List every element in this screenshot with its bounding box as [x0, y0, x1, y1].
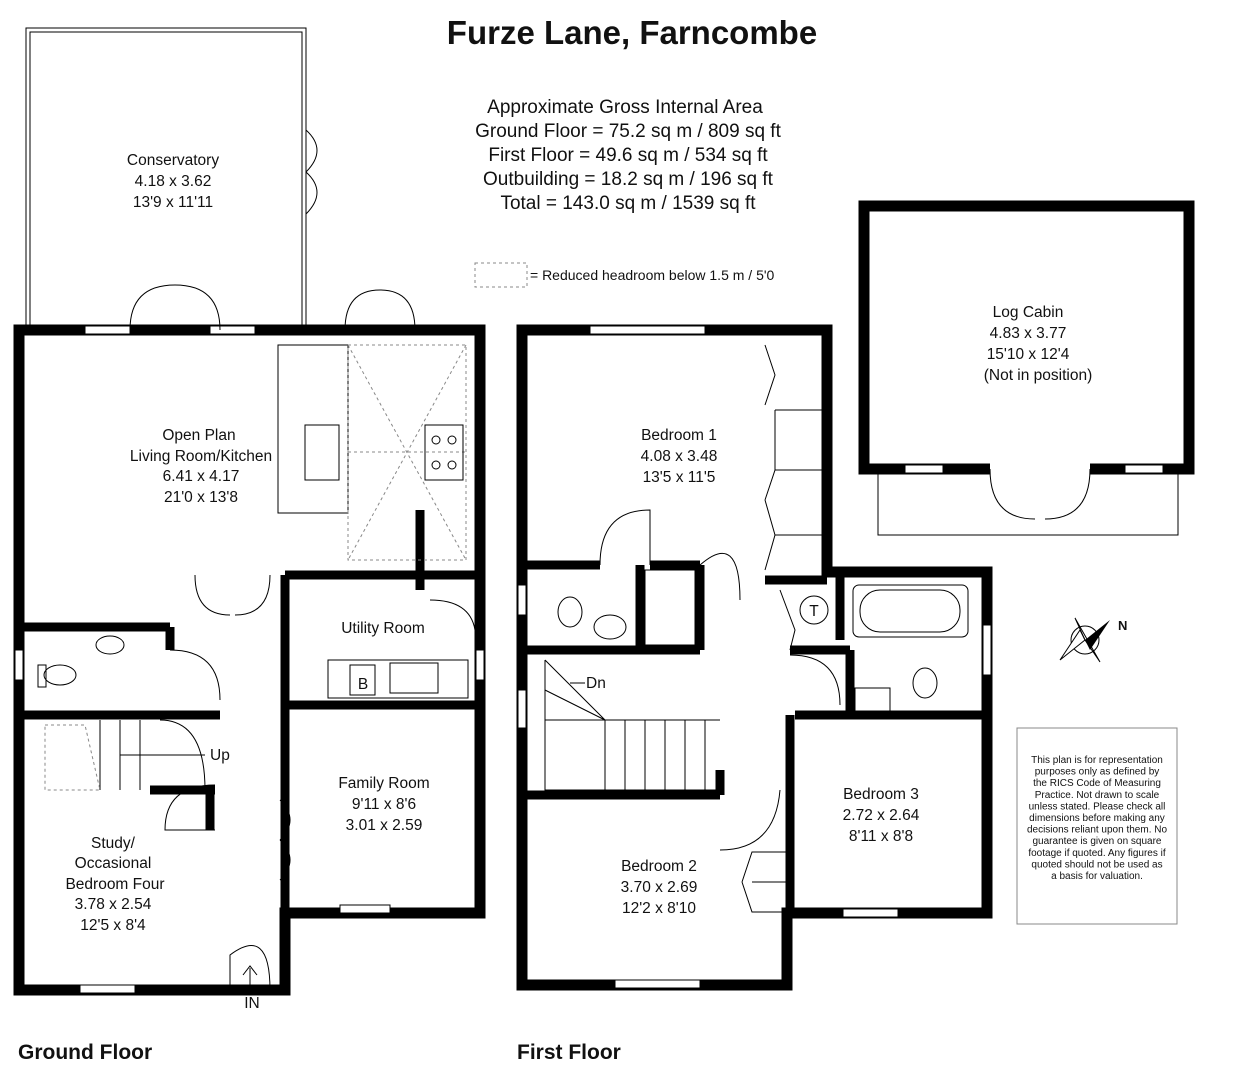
disclaimer-line: quoted should not be used as — [1031, 859, 1162, 870]
conservatory-imperial: 13'9 x 11'11 — [133, 194, 213, 211]
area-total: Total = 143.0 sq m / 1539 sq ft — [500, 193, 756, 214]
family-metric: 3.01 x 2.59 — [346, 817, 423, 834]
bedroom1-name: Bedroom 1 — [641, 427, 717, 444]
entrance-label: IN — [244, 995, 260, 1012]
living-name-2: Living Room/Kitchen — [130, 448, 272, 465]
living-imperial: 21'0 x 13'8 — [164, 489, 238, 506]
study-name: Study/ — [91, 835, 136, 852]
first-floor-label: First Floor — [517, 1041, 621, 1064]
entrance-arrow-icon — [242, 965, 258, 990]
ground-floor-label: Ground Floor — [18, 1041, 152, 1064]
area-ground: Ground Floor = 75.2 sq m / 809 sq ft — [475, 121, 781, 142]
disclaimer-line: This plan is for representation — [1031, 755, 1163, 766]
bedroom2-metric: 3.70 x 2.69 — [621, 879, 698, 896]
disclaimer-box: This plan is for representationpurposes … — [1016, 727, 1178, 925]
study-name-2: Occasional — [75, 855, 152, 872]
log-cabin: Log Cabin 4.83 x 3.77 15'10 x 12'4 (Not … — [858, 200, 1195, 536]
disclaimer-line: dimensions before making any — [1029, 813, 1165, 824]
family-name: Family Room — [338, 775, 429, 792]
stairs-up-label: Up — [210, 747, 230, 764]
ground-floor-walls — [13, 284, 486, 996]
disclaimer-line: the RICS Code of Measuring — [1033, 778, 1161, 789]
bedroom2-imperial: 12'2 x 8'10 — [622, 900, 696, 917]
conservatory-metric: 4.18 x 3.62 — [135, 173, 212, 190]
living-metric: 6.41 x 4.17 — [163, 468, 240, 485]
tank-label: T — [809, 603, 819, 620]
area-summary: Approximate Gross Internal Area Ground F… — [475, 97, 781, 214]
living-name: Open Plan — [162, 427, 235, 444]
bedroom1-metric: 4.08 x 3.48 — [641, 448, 718, 465]
disclaimer-line: Practice. Not drawn to scale — [1035, 790, 1160, 801]
plan-title: Furze Lane, Farncombe — [447, 14, 817, 51]
area-outbuilding: Outbuilding = 18.2 sq m / 196 sq ft — [483, 169, 774, 190]
ground-wc-fittings — [37, 635, 125, 688]
bedroom2-name: Bedroom 2 — [621, 858, 697, 875]
first-floor-walls: T — [516, 324, 993, 991]
area-heading: Approximate Gross Internal Area — [487, 97, 763, 118]
reduced-headroom-swatch — [474, 262, 528, 288]
north-label: N — [1118, 618, 1127, 633]
bedroom3-metric: 2.72 x 2.64 — [843, 807, 920, 824]
bedroom3-imperial: 8'11 x 8'8 — [849, 828, 913, 845]
logcabin-note: (Not in position) — [984, 367, 1093, 384]
study-imperial: 12'5 x 8'4 — [80, 917, 146, 934]
utility-name: Utility Room — [341, 620, 425, 637]
boiler-label: B — [358, 676, 368, 693]
logcabin-metric: 4.83 x 3.77 — [990, 325, 1067, 342]
logcabin-name: Log Cabin — [993, 304, 1064, 321]
kitchen-fittings: B — [277, 344, 469, 699]
disclaimer-line: unless stated. Please check all — [1029, 801, 1166, 812]
conservatory-name: Conservatory — [127, 152, 219, 169]
disclaimer-line: footage if quoted. Any figures if — [1028, 848, 1166, 859]
study-metric: 3.78 x 2.54 — [75, 896, 152, 913]
disclaimer-line: decisions reliant upon them. No — [1027, 825, 1168, 836]
stairs-down-label: Dn — [586, 675, 606, 692]
legend-text: = Reduced headroom below 1.5 m / 5'0 — [530, 267, 775, 283]
bedroom3-name: Bedroom 3 — [843, 786, 919, 803]
disclaimer-line: a basis for valuation. — [1051, 871, 1143, 882]
family-imperial: 9'11 x 8'6 — [352, 796, 416, 813]
disclaimer-line: guarantee is given on square — [1033, 836, 1162, 847]
ground-stairs: Up — [44, 719, 230, 791]
logcabin-imperial: 15'10 x 12'4 — [987, 346, 1070, 363]
disclaimer-line: purposes only as defined by — [1035, 767, 1160, 778]
bedroom1-imperial: 13'5 x 11'5 — [643, 469, 716, 486]
area-first: First Floor = 49.6 sq m / 534 sq ft — [488, 145, 768, 166]
study-name-3: Bedroom Four — [65, 876, 164, 893]
first-stairs: Dn — [544, 659, 720, 791]
compass-icon: N — [1059, 617, 1127, 663]
